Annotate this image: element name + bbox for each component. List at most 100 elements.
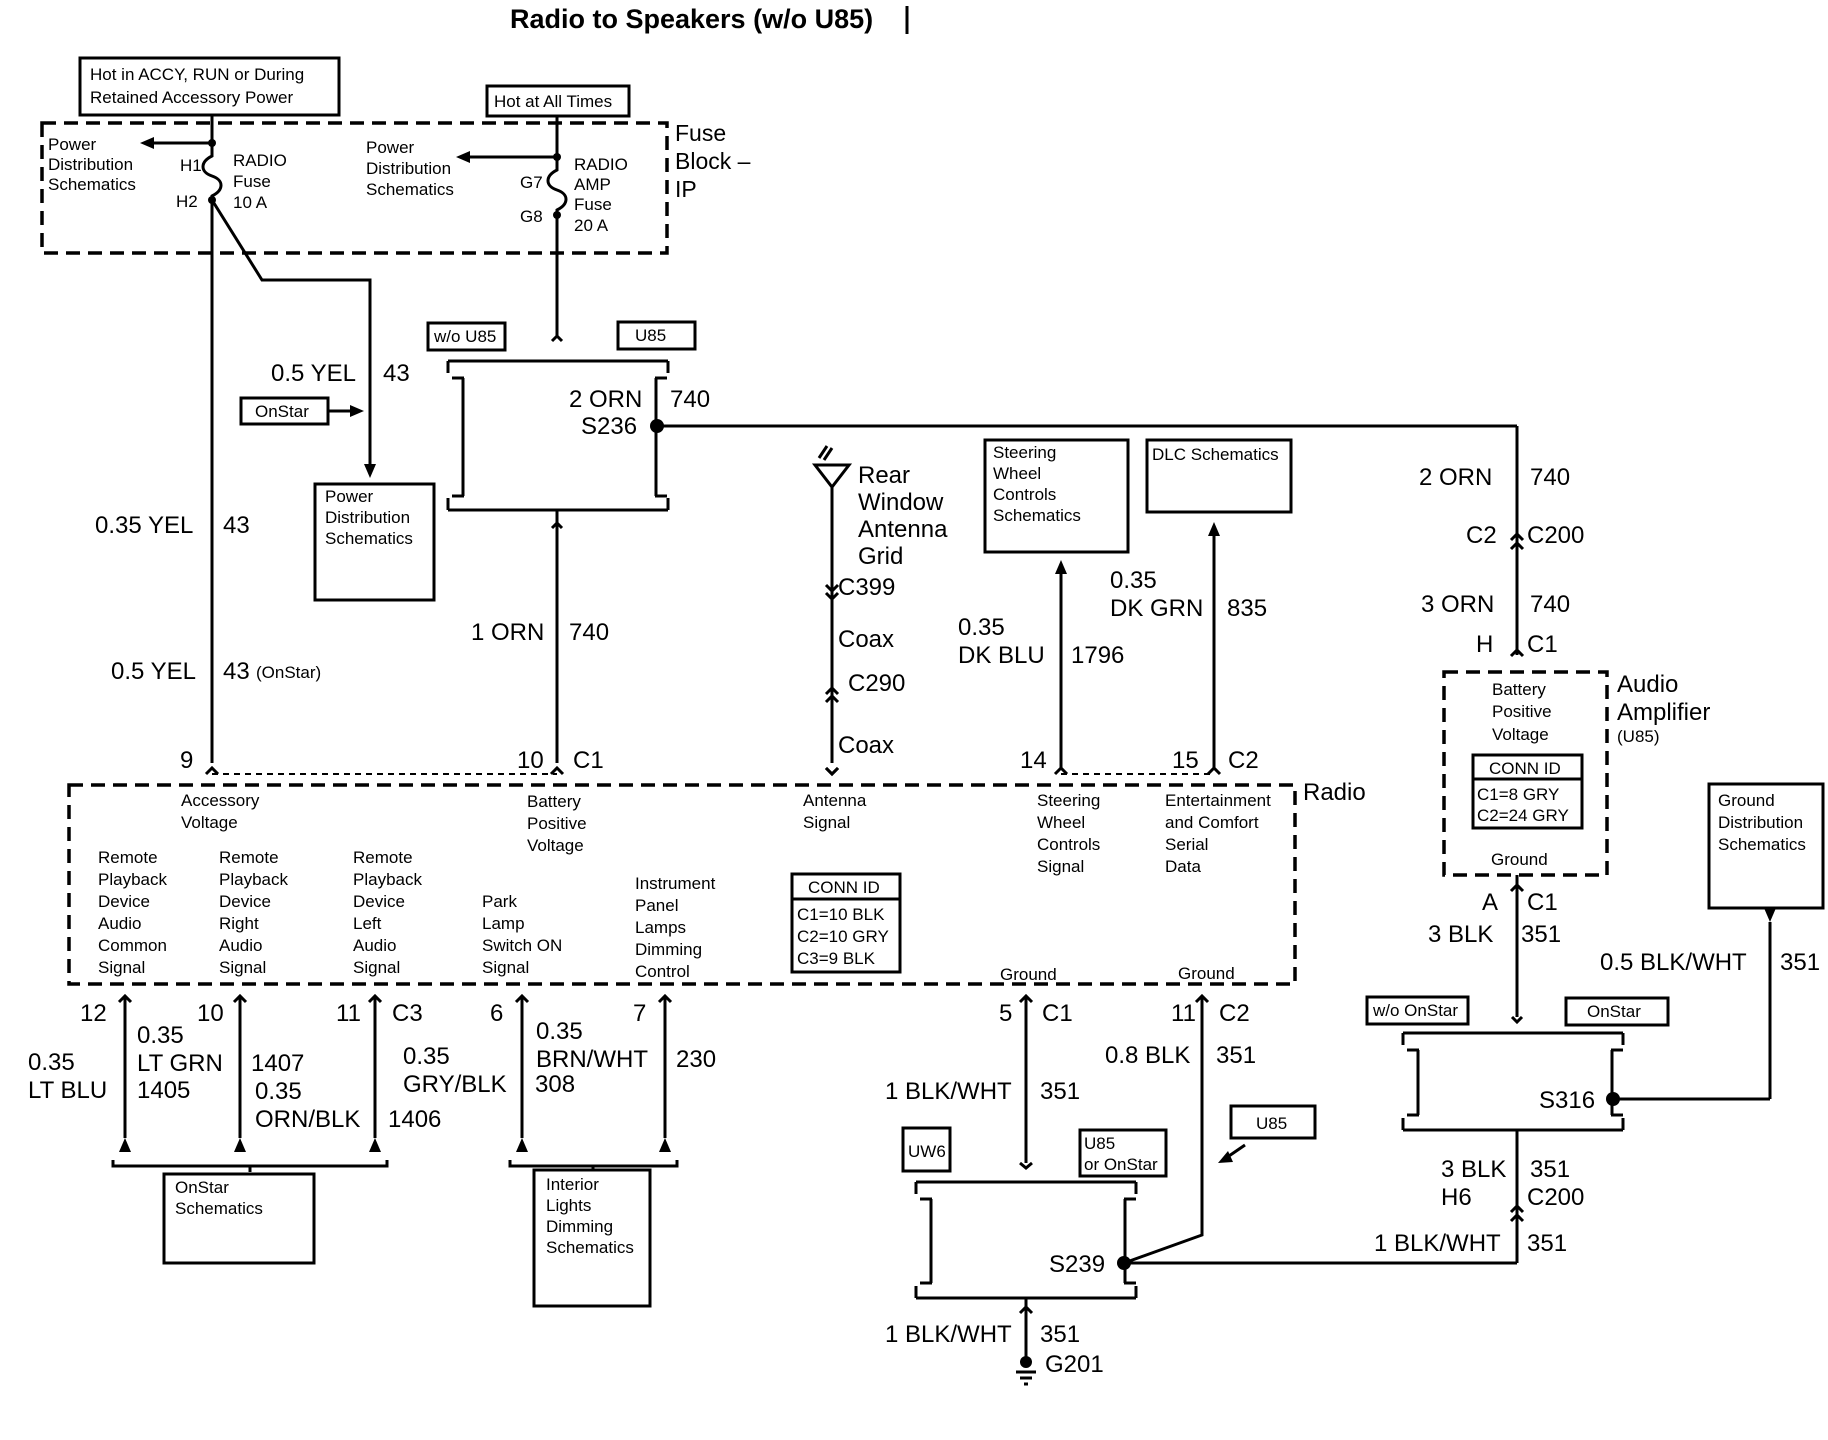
rpd-common-line3: Device bbox=[98, 892, 150, 911]
pin-6: 6 bbox=[490, 1000, 503, 1027]
ild-line1: Interior bbox=[546, 1175, 599, 1194]
hot-all-times-label: Hot at All Times bbox=[494, 92, 612, 111]
radio-outline bbox=[67, 783, 1297, 986]
fuse-block-label: Fuse Block – IP bbox=[675, 120, 751, 202]
pin-9: 9 bbox=[180, 747, 193, 774]
radio-conn-id-c1: C1=10 BLK bbox=[797, 905, 885, 924]
connector-c2-label: C2 bbox=[1466, 522, 1497, 549]
amplifier-line3: (U85) bbox=[1617, 727, 1660, 746]
wire-dkgrn-gauge: 0.35 bbox=[1110, 567, 1157, 594]
wo-u85-box: w/o U85 bbox=[426, 321, 507, 352]
swc-line4: Signal bbox=[1037, 857, 1084, 876]
terminal-icon bbox=[234, 1138, 246, 1152]
amp-bpv-line3: Voltage bbox=[1492, 725, 1549, 744]
uw6-box: UW6 bbox=[901, 1126, 952, 1173]
swc-schematics-box: Steering Wheel Controls Schematics bbox=[983, 438, 1130, 554]
amp-fuse-line3: Fuse bbox=[574, 195, 612, 214]
fuse-block-line2: Block – bbox=[675, 148, 751, 174]
onstar-right-box: OnStar bbox=[1564, 996, 1670, 1027]
swc-line1: Steering bbox=[1037, 791, 1100, 810]
pds-box-line3: Schematics bbox=[325, 529, 413, 548]
arrow-down-icon bbox=[364, 464, 376, 478]
pin-7: 7 bbox=[633, 1000, 646, 1027]
hot-all-times-box: Hot at All Times bbox=[485, 84, 631, 118]
wire-yel-035-label: 0.35 YEL bbox=[95, 512, 193, 539]
pin-a: A bbox=[1482, 889, 1498, 916]
rpd-left-line3: Device bbox=[353, 892, 405, 911]
fuse-block-outline bbox=[40, 121, 669, 255]
pds-left-label: Power Distribution Schematics bbox=[48, 135, 136, 194]
radio-fuse-line2: Fuse bbox=[233, 172, 271, 191]
antenna-icon bbox=[811, 445, 853, 763]
pin-12: 12 bbox=[80, 1000, 107, 1027]
amplifier-line1: Audio bbox=[1617, 671, 1678, 698]
onstar-sch-line2: Schematics bbox=[175, 1199, 263, 1218]
connector-c1-bottom: C1 bbox=[1042, 1000, 1073, 1027]
wire-blkwht1-circuit: 351 bbox=[1040, 1078, 1080, 1105]
amp-fuse-line4: 20 A bbox=[574, 216, 609, 235]
onstar-arrow-label: OnStar bbox=[255, 402, 309, 421]
wire-dkgrn-circuit: 835 bbox=[1227, 595, 1267, 622]
wire-yel-onstar-circuit: 43 bbox=[223, 658, 250, 685]
wire-gryblk-gauge: 0.35 bbox=[403, 1043, 450, 1070]
connector-c1-top: C1 bbox=[573, 747, 604, 774]
connector-c1-amp: C1 bbox=[1527, 631, 1558, 658]
wire-orn2b-circuit: 740 bbox=[1530, 464, 1570, 491]
wire-blkwht-gnd-label: 0.5 BLK/WHT bbox=[1600, 949, 1747, 976]
acc-line1: Accessory bbox=[181, 791, 260, 810]
swc-box-line2: Wheel bbox=[993, 464, 1041, 483]
gds-line1: Ground bbox=[1718, 791, 1775, 810]
swc-line3: Controls bbox=[1037, 835, 1100, 854]
radio-label: Radio bbox=[1303, 779, 1366, 806]
pin-10: 10 bbox=[517, 747, 544, 774]
connector-c2-top: C2 bbox=[1228, 747, 1259, 774]
amp-fuse-line2: AMP bbox=[574, 175, 611, 194]
arrow-up-icon bbox=[1055, 560, 1067, 574]
splice-s316-label: S316 bbox=[1539, 1087, 1595, 1114]
wire-orn1-circuit: 740 bbox=[569, 619, 609, 646]
wire-ornblk-gauge: 0.35 bbox=[255, 1078, 302, 1105]
amp-fuse-icon bbox=[546, 157, 568, 215]
wire-blkwht-gnd-circuit: 351 bbox=[1780, 949, 1820, 976]
u85-top-label: U85 bbox=[635, 326, 666, 345]
u85-top-box: U85 bbox=[616, 320, 697, 351]
antenna-line1: Rear bbox=[858, 462, 910, 489]
hot-accy-line1: Hot in ACCY, RUN or During bbox=[90, 65, 304, 84]
wire-brnwht-gauge: 0.35 bbox=[536, 1018, 583, 1045]
pin-11: 11 bbox=[336, 1000, 361, 1027]
wire-orn3-label: 3 ORN bbox=[1421, 591, 1494, 618]
splice-s239-label: S239 bbox=[1049, 1251, 1105, 1278]
radio-conn-id-c3: C3=9 BLK bbox=[797, 949, 876, 968]
coax-label-2: Coax bbox=[838, 732, 894, 759]
connector-c2-bottom: C2 bbox=[1219, 1000, 1250, 1027]
antenna-line2: Window bbox=[858, 489, 944, 516]
amp-conn-id-c2: C2=24 GRY bbox=[1477, 806, 1569, 825]
u85-onstar-line1: U85 bbox=[1084, 1134, 1115, 1153]
connector-c200-label: C200 bbox=[1527, 522, 1584, 549]
pds-left-line3: Schematics bbox=[48, 175, 136, 194]
onstar-sch-line1: OnStar bbox=[175, 1178, 229, 1197]
rpd-right-line5: Audio bbox=[219, 936, 262, 955]
ipl-line5: Control bbox=[635, 962, 690, 981]
wire-blk08-label: 0.8 BLK bbox=[1105, 1042, 1190, 1069]
radio-conn-id-table: CONN ID C1=10 BLK C2=10 GRY C3=9 BLK bbox=[790, 872, 902, 974]
rpd-right-line4: Right bbox=[219, 914, 259, 933]
wo-onstar-label: w/o OnStar bbox=[1372, 1001, 1458, 1020]
ipl-line4: Dimming bbox=[635, 940, 702, 959]
amp-ground-label: Ground bbox=[1491, 850, 1548, 869]
gds-box: Ground Distribution Schematics bbox=[1707, 782, 1825, 910]
u85-onstar-line2: or OnStar bbox=[1084, 1155, 1158, 1174]
pin-10-bottom: 10 bbox=[197, 1000, 224, 1027]
audio-amplifier-outline bbox=[1442, 670, 1609, 877]
wire-dkblu-color: DK BLU bbox=[958, 642, 1045, 669]
splice-s316 bbox=[1606, 1092, 1620, 1106]
wire-blkwht-s239-label: 1 BLK/WHT bbox=[1374, 1230, 1501, 1257]
rpd-common-line6: Signal bbox=[98, 958, 145, 977]
radio-fuse-icon bbox=[201, 143, 223, 200]
wire-dkblu-circuit: 1796 bbox=[1071, 642, 1124, 669]
radio-fuse-line1: RADIO bbox=[233, 151, 287, 170]
ecs-line3: Serial bbox=[1165, 835, 1208, 854]
bat-line1: Battery bbox=[527, 792, 581, 811]
connector-c399: C399 bbox=[838, 574, 895, 601]
